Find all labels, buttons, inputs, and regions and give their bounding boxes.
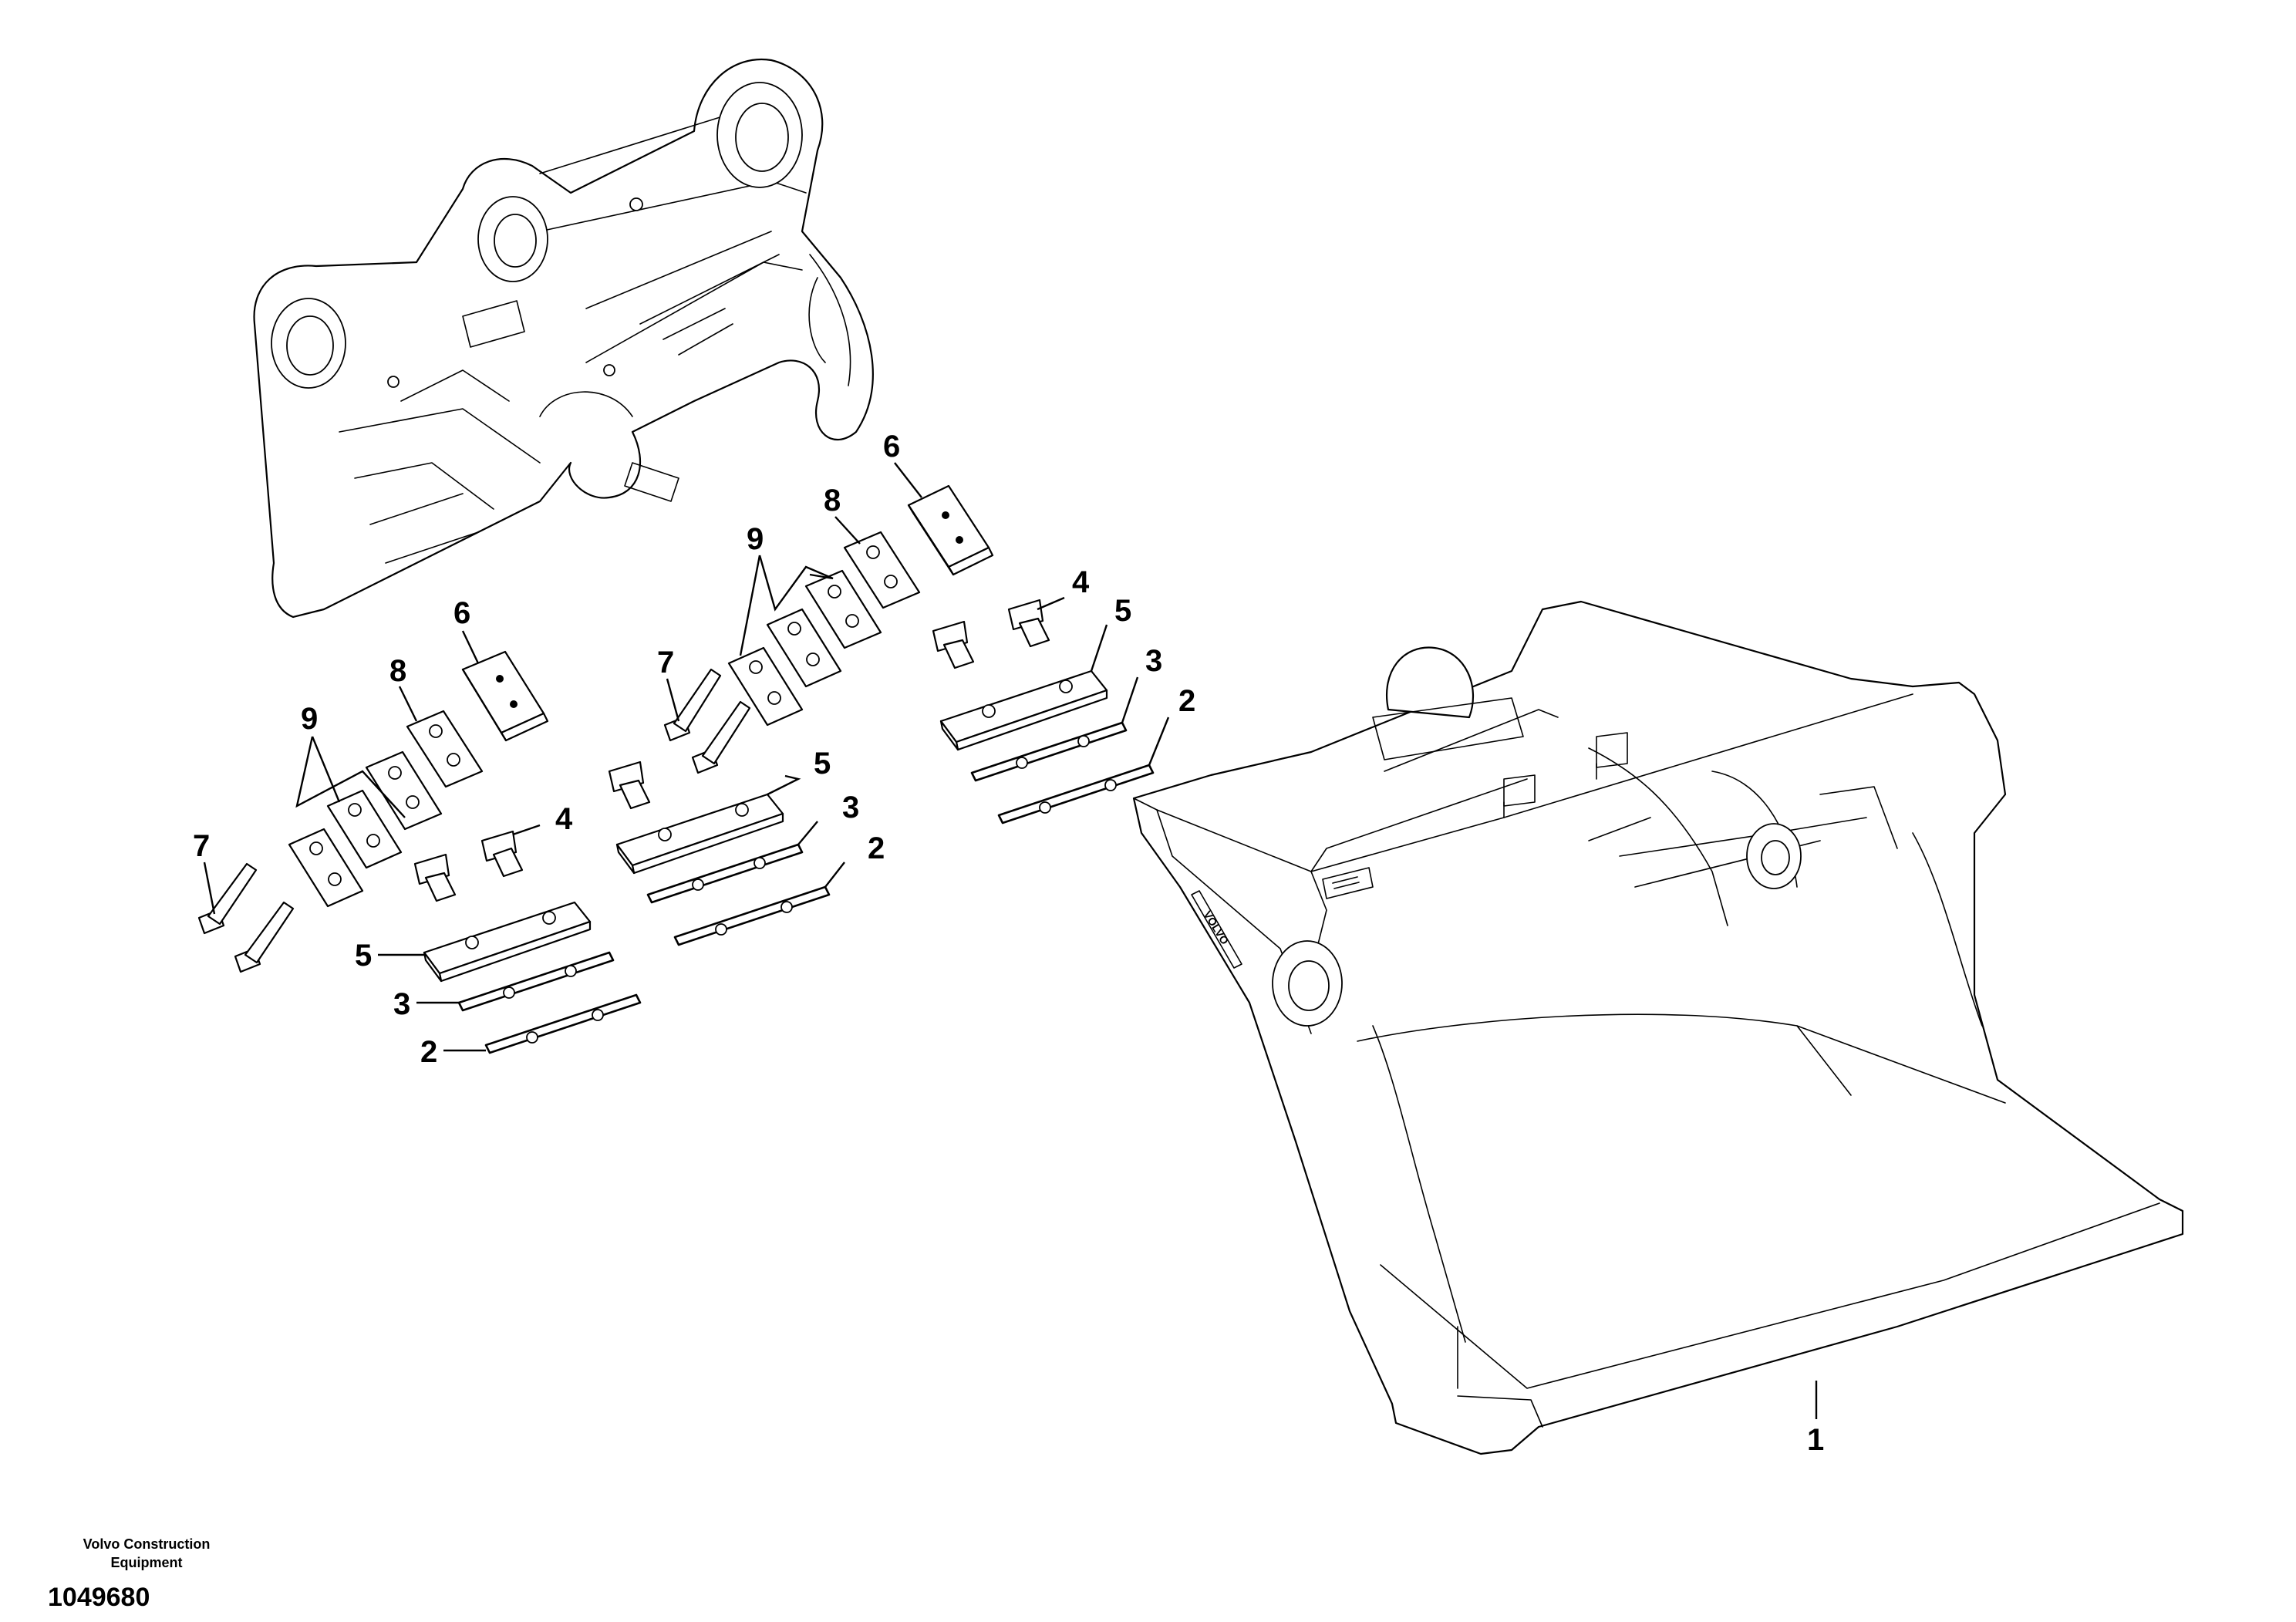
footer: Volvo Construction Equipment 1049680 [31, 1535, 262, 1613]
quick-coupler-illustration [253, 58, 874, 619]
wear-plate-2-right [997, 764, 1155, 824]
callout-5-right: 5 [1114, 594, 1131, 628]
callout-8-middle: 8 [824, 484, 841, 518]
callout-2-right: 2 [1178, 684, 1195, 718]
parts-set-middle [608, 484, 994, 946]
bucket-illustration: VOLVO [1132, 600, 2184, 1455]
shim-9-left-a [365, 750, 443, 831]
callout-3-middle: 3 [842, 791, 859, 824]
wear-plate-2-middle [673, 885, 831, 946]
document-number: 1049680 [48, 1583, 150, 1612]
callout-1: 1 [1807, 1423, 1824, 1457]
callout-3-right: 3 [1145, 644, 1162, 678]
shim-9-middle-a [804, 569, 882, 649]
shim-9-middle-c [727, 646, 804, 727]
shim-9-left-b [326, 789, 403, 869]
parts-set-right [932, 599, 1155, 824]
shim-8-middle [843, 531, 921, 609]
callout-5-left: 5 [355, 939, 372, 973]
callout-5-middle: 5 [814, 747, 831, 781]
wear-plate-2-left [484, 993, 642, 1054]
callout-2-left: 2 [420, 1035, 437, 1069]
callout-3-left: 3 [393, 987, 410, 1021]
callout-7-middle: 7 [657, 646, 674, 679]
callout-6-left: 6 [453, 596, 470, 630]
callout-labels: 1 6 8 9 7 4 5 3 2 6 8 9 7 5 3 2 4 5 3 2 [193, 430, 1824, 1457]
callout-6-middle: 6 [883, 430, 900, 464]
callout-2-middle: 2 [868, 831, 885, 865]
shim-9-left-c [288, 828, 364, 908]
callout-4-right: 4 [1072, 565, 1090, 599]
manufacturer-line-1: Volvo Construction [83, 1536, 211, 1552]
leader-lines [203, 462, 1818, 1419]
manufacturer-line-2: Equipment [110, 1555, 183, 1570]
shim-8-left [406, 710, 484, 788]
shim-9-middle-b [766, 608, 842, 688]
callout-9-left: 9 [301, 702, 318, 736]
callout-9-middle: 9 [747, 522, 764, 556]
callout-8-left: 8 [389, 654, 406, 688]
callout-7-left: 7 [193, 829, 210, 863]
callout-4-left: 4 [555, 802, 573, 836]
parts-set-left [197, 650, 642, 1054]
